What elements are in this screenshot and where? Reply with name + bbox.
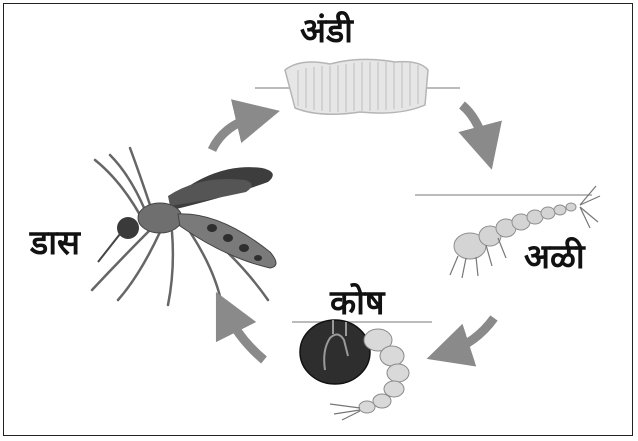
arrow-eggs-to-larva bbox=[462, 105, 486, 148]
label-eggs: अंडी bbox=[300, 14, 353, 48]
arrow-pupa-to-adult bbox=[226, 312, 264, 360]
label-pupa: कोष bbox=[330, 286, 385, 320]
mosquito-pupa-icon bbox=[292, 320, 432, 420]
mosquito-adult-icon bbox=[92, 148, 276, 305]
mosquito-eggs-icon bbox=[255, 59, 460, 114]
label-adult: डास bbox=[30, 226, 80, 260]
arrow-larva-to-pupa bbox=[448, 318, 494, 352]
arrow-adult-to-eggs bbox=[212, 116, 258, 150]
label-larva: अळी bbox=[524, 240, 585, 274]
